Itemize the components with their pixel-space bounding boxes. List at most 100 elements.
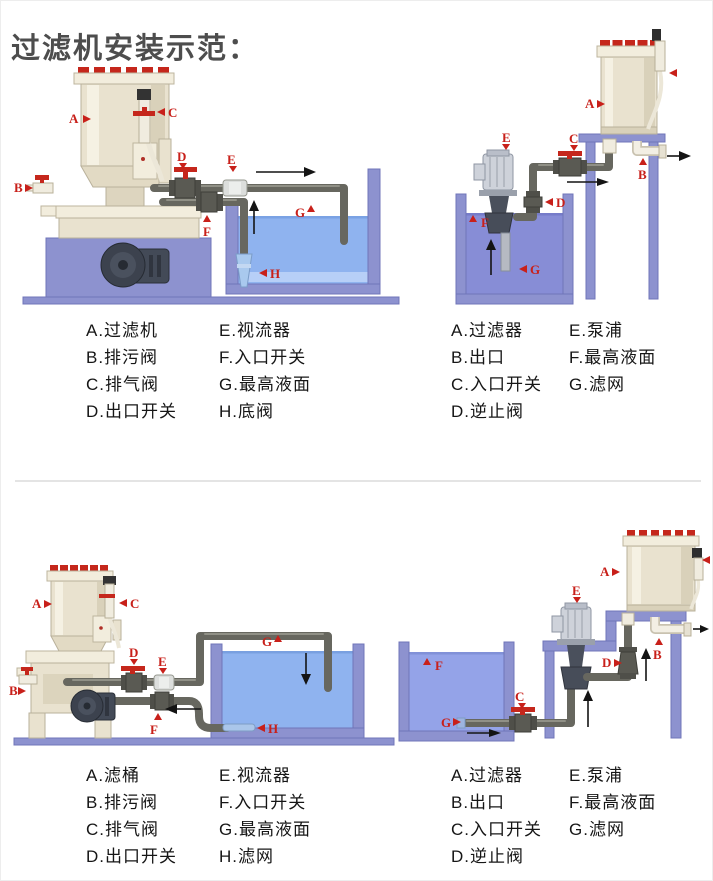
pointer-up-icon (274, 635, 282, 642)
pointer-down-icon (229, 166, 237, 172)
legend-2-left: A.过滤器 B.出口 C.入口开关 D.逆止阀 (451, 317, 542, 425)
flow-arrow-right (256, 167, 316, 177)
legend-item: F.入口开关 (219, 348, 307, 367)
label-a: A (585, 96, 595, 111)
marker-f: F (469, 215, 489, 230)
sight-flow-indicator (153, 674, 175, 691)
marker-b: B (653, 638, 663, 662)
label-g: G (262, 634, 272, 649)
filter-tank (73, 67, 175, 207)
legend-item: F.最高液面 (569, 348, 657, 367)
legend-4-left: A.过滤器 B.出口 C.入口开关 D.逆止阀 (451, 762, 542, 870)
pump (100, 242, 170, 288)
pointer-left-icon (545, 198, 553, 206)
label-a: A (69, 111, 79, 126)
air-release-valve (133, 89, 165, 182)
marker-d: D (177, 149, 187, 169)
pointer-down-icon (130, 659, 138, 665)
foot-valve (235, 253, 253, 288)
legend-item: B.排污阀 (86, 348, 159, 367)
label-c: C (515, 689, 524, 704)
pointer-right-icon (83, 115, 91, 123)
legend-item: D.出口开关 (86, 402, 177, 421)
legend-item: F.入口开关 (219, 793, 307, 812)
water-tank (398, 641, 515, 742)
marker-g: G (295, 205, 315, 220)
filter-stand (578, 133, 666, 300)
legend-item: G.滤网 (569, 820, 625, 839)
legend-item: F.最高液面 (569, 793, 657, 812)
marker-e: E (572, 583, 581, 603)
legend-item: A.滤桶 (86, 766, 141, 785)
outlet-switch-valve (121, 666, 147, 693)
legend-item: C.排气阀 (86, 820, 159, 839)
marker-d: D (545, 195, 565, 210)
legend-item: H.滤网 (219, 847, 274, 866)
marker-d: D (129, 645, 138, 665)
flow-arrow-up-riser (583, 690, 593, 727)
legend-item: A.过滤器 (451, 766, 524, 785)
pointer-up-icon (154, 713, 162, 720)
legend-item: D.逆止阀 (451, 402, 524, 421)
pointer-down-icon (573, 597, 581, 603)
sight-flow-indicator (222, 179, 248, 197)
legend-item: H.底阀 (219, 402, 274, 421)
flow-arrow-left (165, 704, 201, 714)
flow-arrow-right-outlet (693, 625, 709, 633)
label-e: E (227, 152, 236, 167)
outlet-pipe-white (650, 617, 692, 637)
flow-arrow-down (301, 653, 311, 685)
pointer-right-icon (612, 568, 620, 576)
legend-item: B.出口 (451, 348, 506, 367)
marker-c: C (157, 105, 177, 120)
inlet-switch-valve (553, 151, 587, 177)
check-valve-union (523, 191, 543, 213)
drain-valve (26, 175, 54, 194)
label-f: F (150, 722, 158, 737)
page-title: 过滤机安装示范： (11, 33, 260, 65)
pointer-left-icon (157, 108, 165, 116)
legend-item: C.排气阀 (86, 375, 159, 394)
water-tank (225, 168, 381, 295)
diagram-immersed-pump-filter: E A C D F G B (455, 29, 691, 305)
flow-arrow-up (249, 200, 259, 234)
pointer-up-icon (307, 205, 315, 212)
marker-g: G (441, 715, 461, 730)
pointer-up-icon (639, 158, 647, 165)
marker-c: C (119, 596, 139, 611)
marker-d: D (602, 655, 622, 670)
label-b: B (9, 683, 18, 698)
pump (473, 149, 517, 272)
pointer-left-icon (119, 599, 127, 607)
floor (22, 296, 400, 305)
pointer-down-icon (179, 163, 187, 169)
pointer-left-icon (519, 265, 527, 273)
label-f: F (203, 224, 211, 239)
flow-arrow-up (486, 239, 496, 275)
legend-1-right: E.视流器 F.入口开关 G.最高液面 H.底阀 (219, 317, 311, 425)
marker-a: A (585, 96, 605, 111)
label-h: H (270, 266, 280, 281)
pointer-left-icon (259, 269, 267, 277)
diagram-filter-barrel-strainer: A B C D E F G H (9, 565, 395, 746)
marker-c: C (515, 689, 526, 709)
legend-1-left: A.过滤机 B.排污阀 C.排气阀 D.出口开关 (86, 317, 177, 425)
pointer-right-icon (44, 600, 52, 608)
label-b: B (653, 647, 662, 662)
pointer-down-icon (570, 145, 578, 151)
label-g: G (441, 715, 451, 730)
legend-item: E.泵浦 (569, 766, 624, 785)
pointer-down-icon (518, 703, 526, 709)
legend-item: E.视流器 (219, 321, 292, 340)
control-bracket (92, 615, 122, 643)
marker-e: E (502, 130, 511, 150)
inlet-switch-valve (509, 707, 537, 733)
legend-item: G.最高液面 (219, 375, 311, 394)
label-g: G (530, 262, 540, 277)
label-d: D (129, 645, 138, 660)
pump (70, 689, 116, 723)
flow-arrow-right-inlet (467, 729, 501, 737)
filter-stand (40, 205, 202, 239)
label-e: E (502, 130, 511, 145)
